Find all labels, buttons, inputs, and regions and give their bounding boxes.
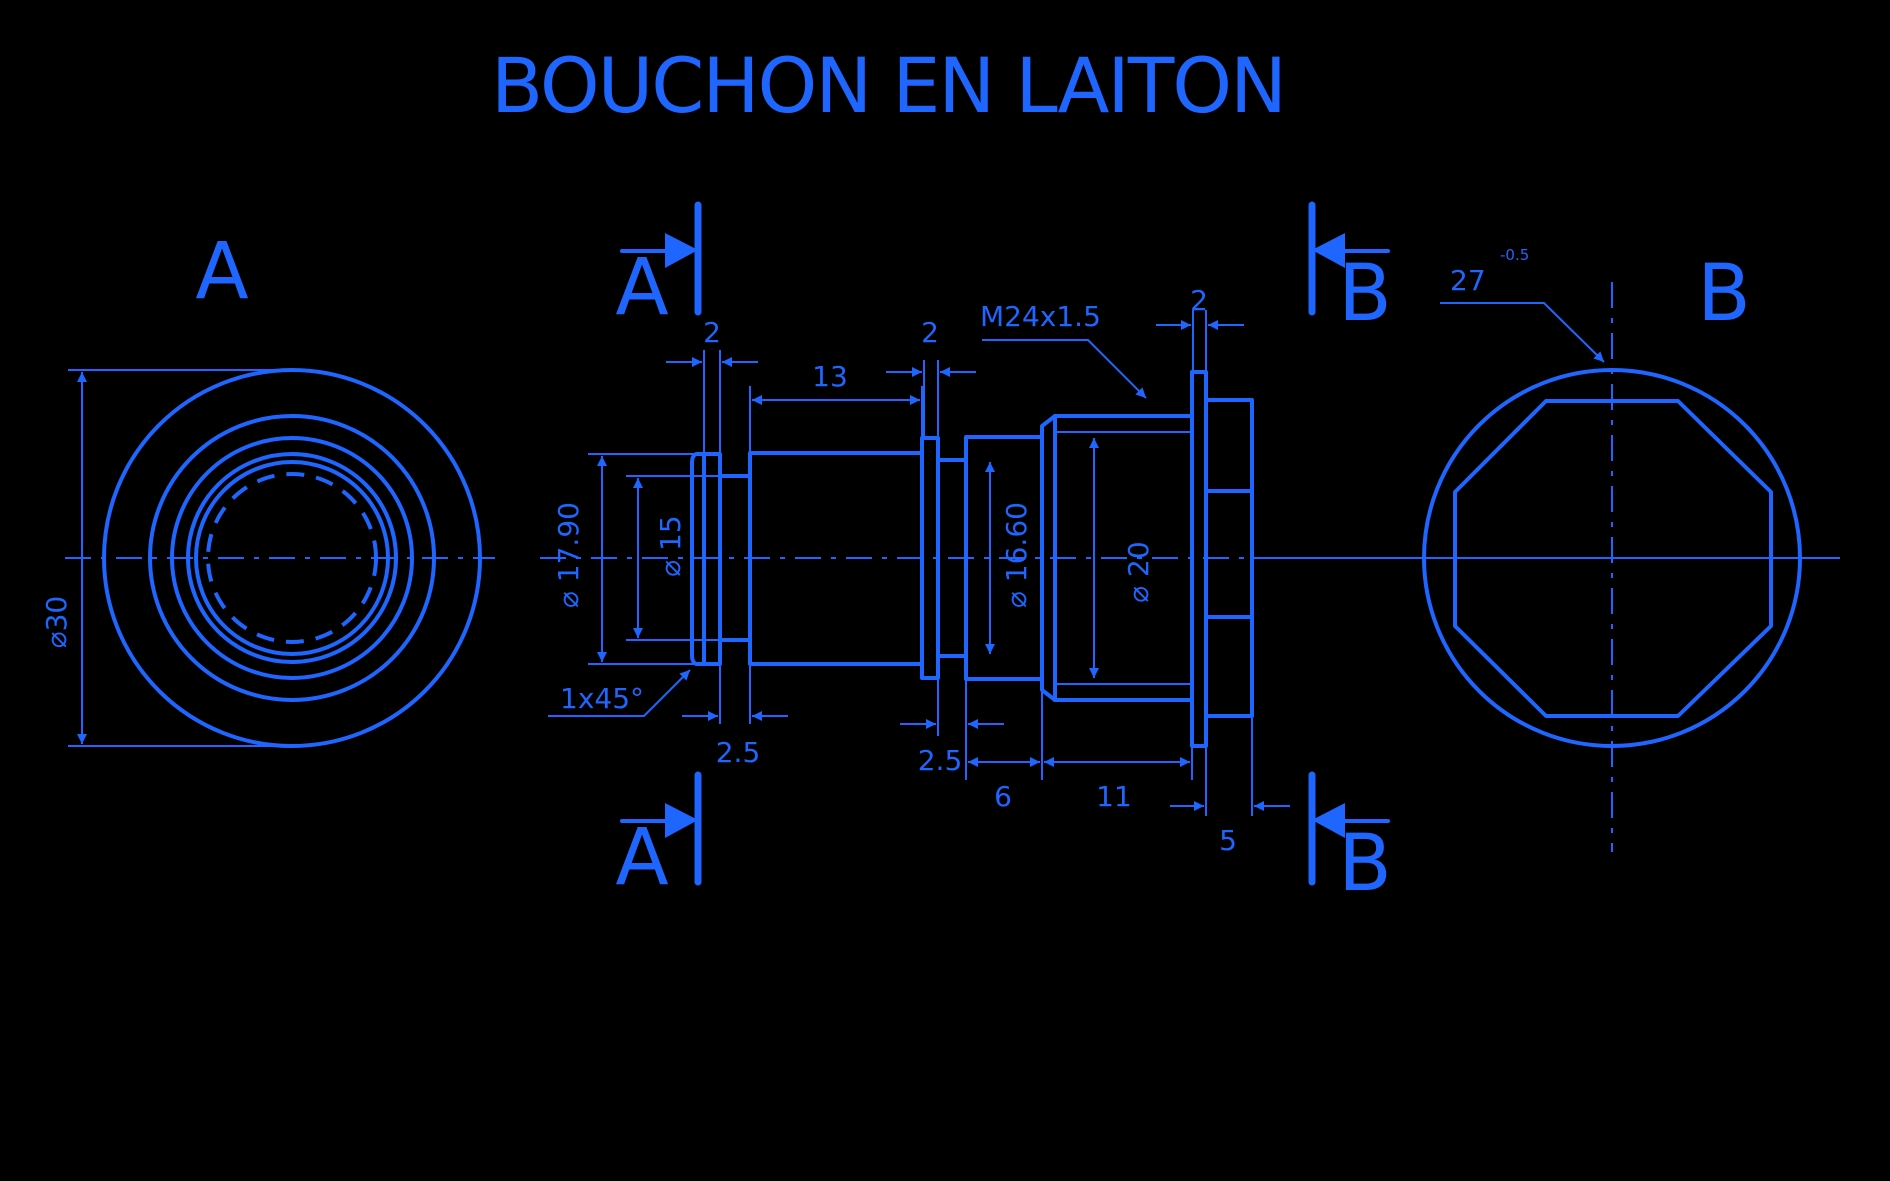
collar-1 bbox=[920, 436, 940, 680]
drawing-title: BOUCHON EN LAITON bbox=[491, 41, 1285, 130]
view-a-circle-2 bbox=[148, 414, 436, 702]
view-b: B 27 -0.5 bbox=[1280, 246, 1840, 852]
view-b-octagon bbox=[1453, 399, 1773, 718]
dim-diameter-15: ⌀ 15 bbox=[654, 515, 687, 576]
section-marker-a-bottom: A bbox=[615, 771, 702, 903]
view-a: A ⌀30 bbox=[40, 227, 495, 748]
section-marker-b-top: B bbox=[1308, 201, 1392, 339]
dim-width-2-5-b: 2.5 bbox=[918, 744, 963, 777]
dim-width-5: 5 bbox=[1219, 824, 1237, 857]
section-marker-a-bottom-label: A bbox=[615, 813, 668, 903]
view-a-circle-4 bbox=[186, 452, 398, 664]
view-b-circle bbox=[1422, 368, 1802, 748]
groove-2 bbox=[936, 458, 968, 658]
dim-diameter-17-90: ⌀ 17.90 bbox=[552, 502, 585, 608]
view-a-label: A bbox=[195, 227, 248, 317]
view-b-label: B bbox=[1697, 249, 1751, 339]
dim-diameter-20: ⌀ 20 bbox=[1122, 541, 1155, 602]
dim-diameter-16-60: ⌀ 16.60 bbox=[1000, 502, 1033, 608]
view-a-circle-3 bbox=[170, 436, 414, 680]
dim-width-6: 6 bbox=[994, 780, 1012, 813]
dim-width-2-c: 2 bbox=[1190, 284, 1208, 317]
groove-1 bbox=[718, 474, 752, 642]
section-marker-b-bottom-label: B bbox=[1338, 819, 1392, 909]
dim-width-11: 11 bbox=[1096, 780, 1132, 813]
dim-diameter-30: ⌀30 bbox=[40, 596, 73, 649]
side-view: ⌀ 17.90 ⌀ 15 ⌀ 16.60 ⌀ 20 2 13 2 bbox=[540, 284, 1840, 857]
dim-width-13: 13 bbox=[812, 360, 848, 393]
hex-head bbox=[1204, 398, 1254, 718]
section-marker-a-top: A bbox=[615, 201, 702, 333]
dim-width-2-b: 2 bbox=[921, 316, 939, 349]
section-marker-b-top-label: B bbox=[1338, 249, 1392, 339]
chamfer-leader bbox=[548, 669, 691, 717]
dim-width-2-5-a: 2.5 bbox=[716, 736, 761, 769]
thread-leader bbox=[982, 339, 1147, 399]
dim-flats-27: 27 bbox=[1450, 264, 1486, 297]
view-a-circle-5 bbox=[194, 460, 390, 656]
neck-1 bbox=[702, 452, 722, 666]
view-a-hidden-circle bbox=[206, 472, 378, 644]
section-marker-a-top-label: A bbox=[615, 243, 668, 333]
chamfer-callout: 1x45° bbox=[560, 682, 644, 715]
dim-width-2-a: 2 bbox=[703, 316, 721, 349]
view-b-leader bbox=[1440, 302, 1605, 363]
dim-flats-tolerance: -0.5 bbox=[1500, 246, 1529, 264]
section-marker-b-bottom: B bbox=[1308, 771, 1392, 909]
thread-callout: M24x1.5 bbox=[980, 300, 1101, 333]
